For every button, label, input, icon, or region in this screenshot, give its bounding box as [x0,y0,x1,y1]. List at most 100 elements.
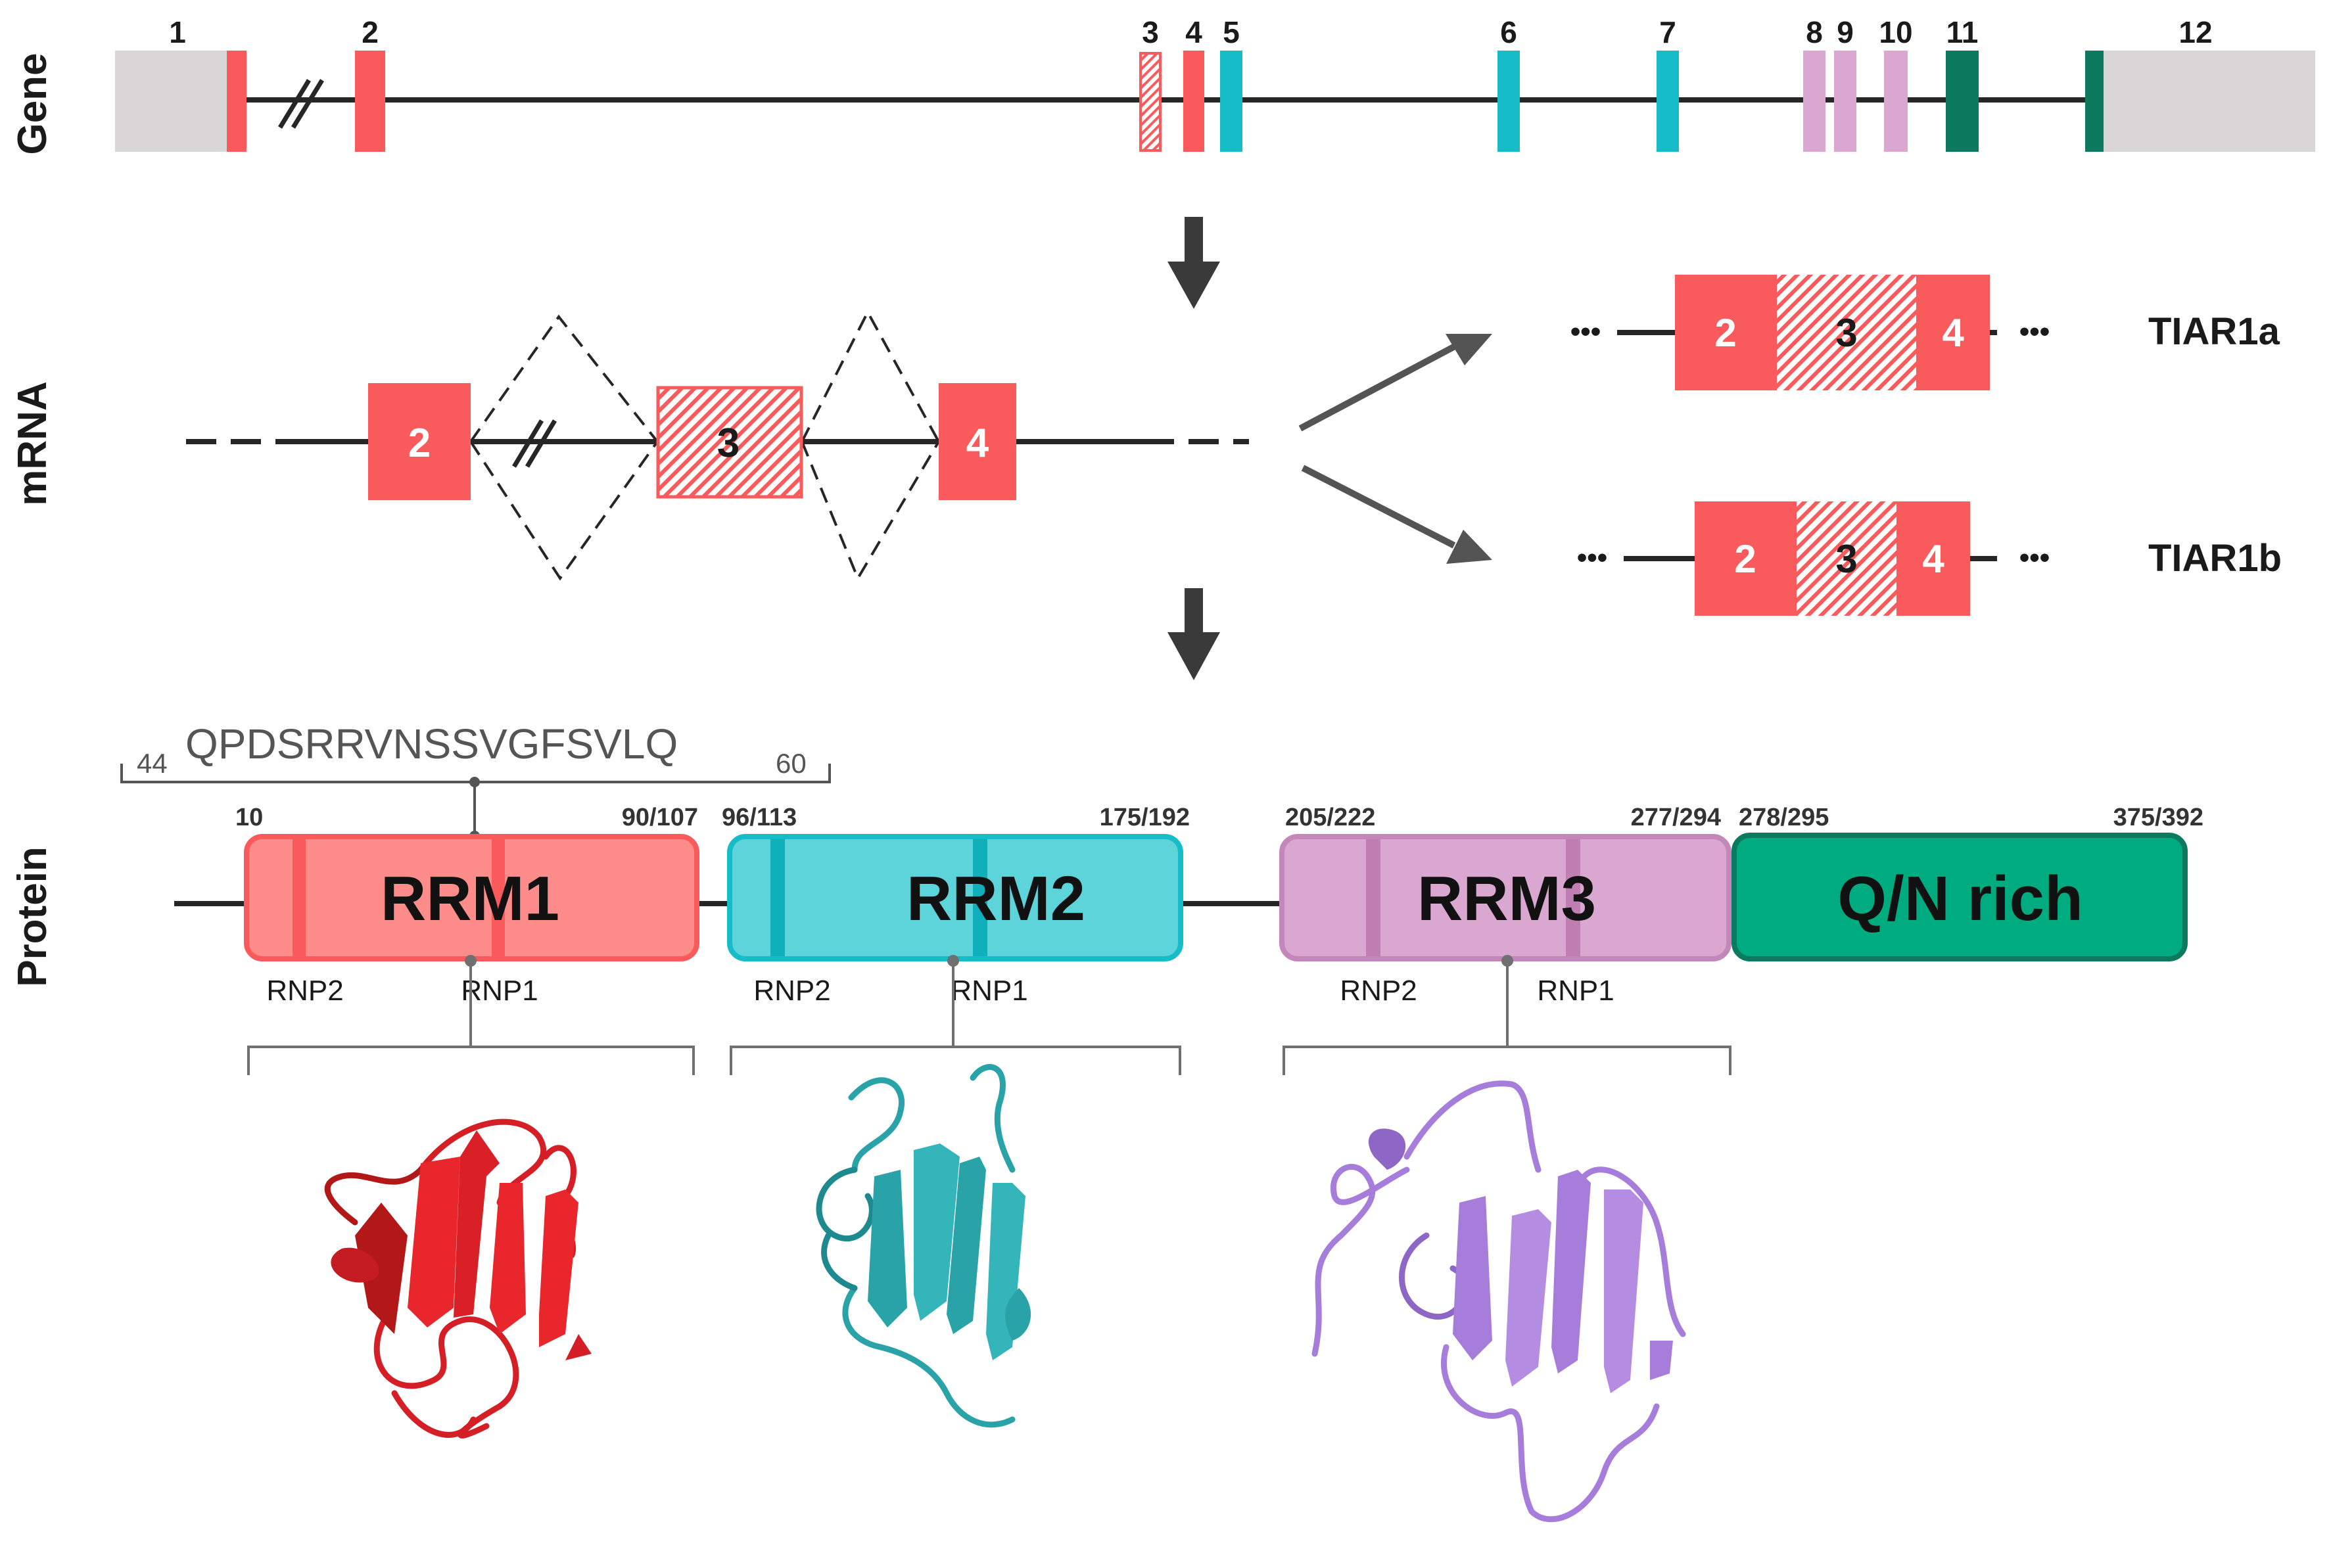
splice-path-exon4-lower [801,440,940,582]
protein-map: 44 QPDSRRVNSSVGFSVLQ 60 RRM1 10 90/107 R… [120,720,2203,1523]
mrna-exon-2-label: 2 [408,421,431,466]
domain-rrm1: RRM1 10 90/107 RNP2 RNP1 [235,804,699,1007]
rrm1-rnp1-band [492,839,505,956]
domain-qn-rich: Q/N rich 278/295 375/392 [1731,804,2203,961]
rrm1-rnp2-label: RNP2 [266,975,343,1007]
tiar1a-exon-2-label: 2 [1714,311,1736,355]
domain-rrm3: RRM3 205/222 277/294 RNP2 RNP1 [1279,804,1731,1007]
gene-exon-number: 4 [1185,15,1202,49]
tiar1a-name: TIAR1a [2148,310,2280,353]
rrm2-end: 175/192 [1100,804,1190,831]
gene-exon-1-coding [227,51,247,152]
gene-exon-numbers: 1 2 3 4 5 6 7 8 9 10 11 12 [169,15,2212,49]
tiar1b-exon-2-label: 2 [1734,537,1756,581]
gene-exon-12-utr [2104,51,2315,152]
gene-map: 1 2 3 4 5 6 7 8 9 10 11 12 [115,15,2315,152]
rrm2-rnp1-band [973,839,987,956]
tiar1b-exon-3-label: 3 [1835,537,1857,581]
qn-rich-start: 278/295 [1739,804,1829,831]
gene-exon-1-utr [115,51,227,152]
tiar1b-exon-3 [1797,501,1896,616]
gene-exon-number: 5 [1223,15,1240,49]
tiar1a-left-ellipsis: ••• [1570,315,1601,348]
gene-exon-number: 12 [2178,15,2212,49]
rrm2-rnp1-label: RNP1 [951,975,1027,1007]
exon3-sequence-annotation: 44 QPDSRRVNSSVGFSVLQ 60 [120,720,831,841]
mrna-exon-3 [656,386,803,499]
mrna-axis-break [511,419,557,468]
tiar1b-name: TIAR1b [2148,537,2282,580]
rrm2-name: RRM2 [906,864,1085,934]
gene-exon-number: 8 [1806,15,1823,49]
gene-exon-5 [1220,51,1242,152]
tiar1a-exon-4 [1916,275,1990,390]
rrm1-end: 90/107 [622,804,698,831]
rrm3-rnp1-label: RNP1 [1537,975,1614,1007]
rrm3-rnp2-label: RNP2 [1340,975,1417,1007]
tiar1a-exon-3-label: 3 [1835,311,1857,355]
gene-exon-11 [1946,51,1979,152]
mrna-splicing-diagram: 2 3 4 [186,309,1249,582]
rrm2-structure-bracket [730,1046,1181,1075]
gene-exon-8 [1803,51,1825,152]
mrna-exon-4-label: 4 [966,421,989,466]
tiar1a-right-ellipsis: ••• [2019,315,2050,348]
structure-connectors [247,961,1731,1075]
down-arrow-icon [1167,217,1220,309]
rrm3-structure-image [1311,1080,1686,1523]
tiar1b-right-ellipsis: ••• [2019,542,2050,574]
tiar1a-exon-4-label: 4 [1942,311,1964,355]
isoform-tiar1a: ••• 2 3 4 ••• TIAR1a [1570,275,2280,390]
mrna-exon-3-label: 3 [717,421,740,466]
rrm3-structure-bracket [1283,1046,1731,1075]
rrm1-start: 10 [235,804,263,831]
gene-exon-number: 9 [1837,15,1854,49]
gene-exon-number: 10 [1879,15,1912,49]
arrow-to-tiar1b-icon [1301,465,1492,564]
tiar1b-exon-4 [1896,501,1970,616]
rrm3-rnp1-band [1566,839,1580,956]
gene-exon-12-coding [2085,51,2104,152]
gene-exon-9 [1834,51,1856,152]
mrna-exon-2 [368,383,471,500]
rrm2-structure-image [816,1064,1031,1428]
gene-exon-number: 11 [1946,15,1979,49]
gene-exon-2 [355,51,385,152]
tiar1b-exon-2 [1695,501,1797,616]
gene-exon-number: 7 [1659,15,1676,49]
rrm3-name: RRM3 [1417,864,1596,934]
splice-path-exon4-upper [801,309,940,442]
qn-rich-end: 375/392 [2113,804,2203,831]
sequence-text: QPDSRRVNSSVGFSVLQ [185,720,678,768]
qn-rich-name: Q/N rich [1837,864,2083,934]
gene-exon-7 [1657,51,1679,152]
rrm1-structure-bracket [247,1046,695,1075]
gene-exon-6 [1497,51,1520,152]
rrm1-structure-image [324,1118,592,1439]
section-labels: Gene mRNA Protein [10,53,55,986]
splice-path-exon3-skip-lower [469,440,659,581]
rrm1-rnp2-band [293,839,306,956]
splice-paths [469,309,940,582]
gene-section-label: Gene [10,53,55,154]
isoform-branch-arrows [1298,334,1492,564]
gene-axis-break [278,79,324,129]
rrm1-name: RRM1 [381,864,559,934]
gene-exon-10 [1884,51,1908,152]
rrm2-rnp2-band [770,839,785,956]
rrm3-start: 205/222 [1285,804,1375,831]
rrm1-rnp1-label: RNP1 [461,975,538,1007]
mrna-exon-4 [939,383,1016,500]
domain-rrm2: RRM2 96/113 175/192 RNP2 RNP1 [722,804,1190,1007]
isoform-tiar1b: ••• 2 3 4 ••• TIAR1b [1577,501,2282,616]
tiar1a-exon-3 [1777,275,1916,390]
gene-exon-number: 3 [1142,15,1159,49]
tiar1a-exon-2 [1675,275,1777,390]
sequence-start-number: 44 [137,748,168,779]
arrow-to-tiar1a-icon [1298,334,1492,432]
mrna-section-label: mRNA [10,381,55,505]
splice-path-exon3-skip-upper [469,314,659,443]
protein-section-label: Protein [10,846,55,987]
tiar1b-exon-4-label: 4 [1922,537,1944,581]
